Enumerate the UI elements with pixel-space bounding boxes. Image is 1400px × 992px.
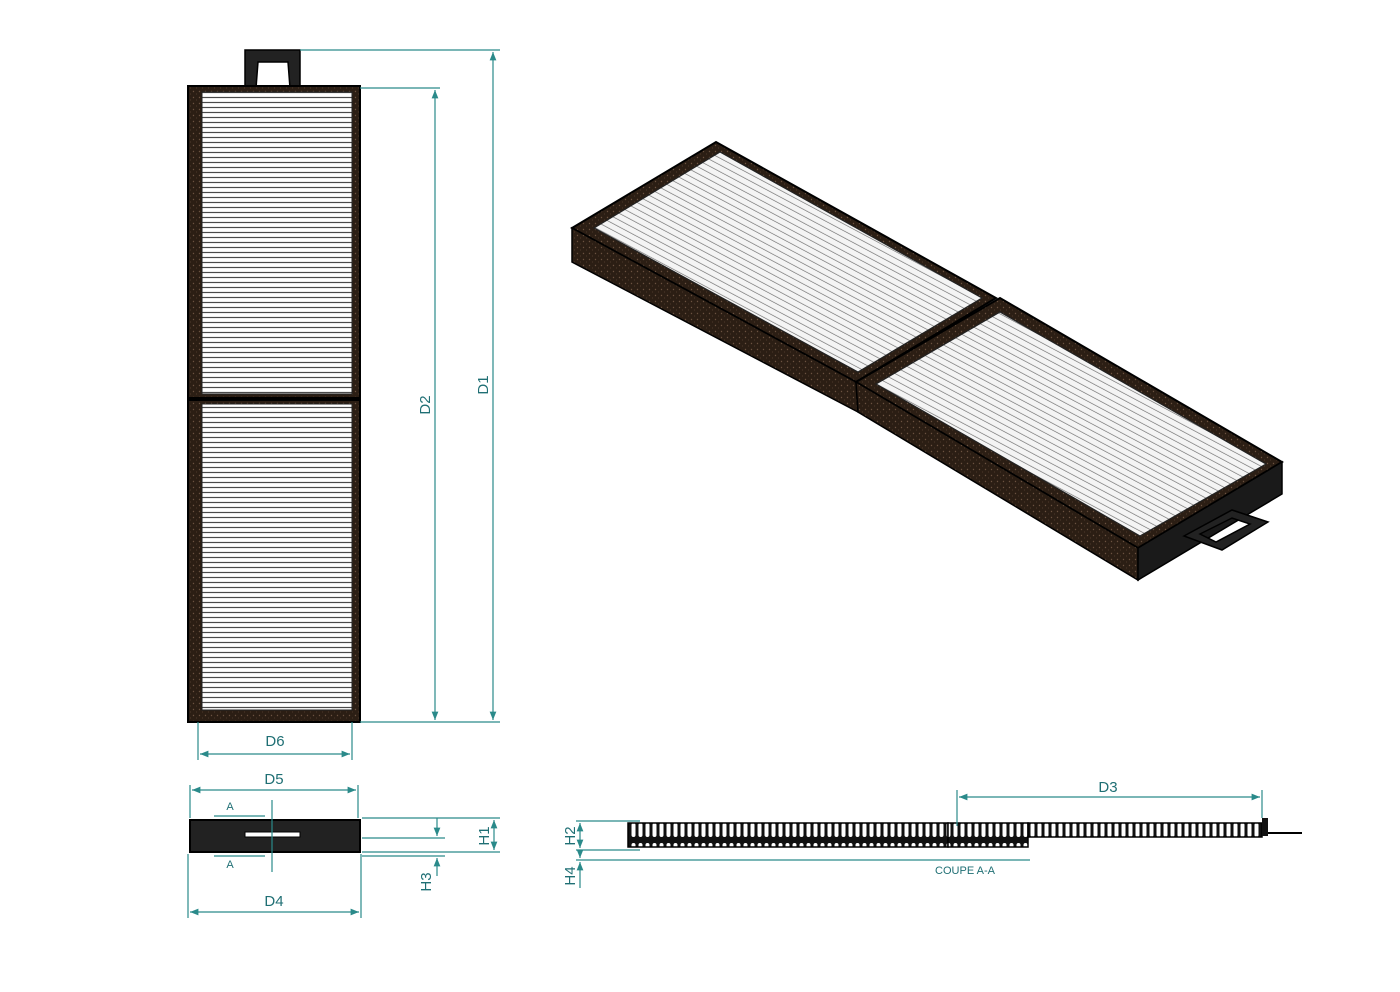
end-view: A A xyxy=(189,800,361,872)
pull-tab-top xyxy=(244,49,301,89)
label-h4: H4 xyxy=(562,866,579,885)
dimension-h3: H3 xyxy=(362,818,445,892)
dimension-h1: H1 xyxy=(362,817,500,853)
dimension-d4: D4 xyxy=(187,854,362,918)
label-d3: D3 xyxy=(1098,779,1117,796)
dimension-h2: H2 xyxy=(562,820,640,851)
label-d6: D6 xyxy=(265,733,284,750)
iso-media-upper xyxy=(592,151,984,373)
section-upper-right xyxy=(1027,822,1263,838)
dimension-d2: D2 xyxy=(360,87,440,720)
iso-pull-tab xyxy=(1182,509,1270,551)
media-lower xyxy=(201,403,353,711)
dimension-d5: D5 xyxy=(189,771,359,818)
front-view xyxy=(187,49,361,723)
dimension-h4: H4 xyxy=(562,849,1030,888)
section-marker-top: A xyxy=(226,801,234,813)
iso-media-lower xyxy=(874,311,1268,537)
label-d4: D4 xyxy=(264,893,283,910)
section-mid xyxy=(947,822,1029,848)
media-upper xyxy=(201,91,353,395)
label-h3: H3 xyxy=(418,872,435,891)
dimension-d1: D1 xyxy=(300,49,500,723)
section-lower-left xyxy=(627,822,949,848)
isometric-view xyxy=(569,140,1284,582)
label-h1: H1 xyxy=(476,826,493,845)
label-d2: D2 xyxy=(417,395,434,414)
dimension-d6: D6 xyxy=(197,722,353,760)
label-h2: H2 xyxy=(562,826,579,845)
label-d5: D5 xyxy=(264,771,283,788)
label-d1: D1 xyxy=(475,375,492,394)
dimension-d3: D3 xyxy=(956,779,1263,826)
section-marker-bottom: A xyxy=(226,859,234,871)
section-caption: COUPE A-A xyxy=(935,865,996,877)
section-view: COUPE A-A xyxy=(627,818,1302,877)
